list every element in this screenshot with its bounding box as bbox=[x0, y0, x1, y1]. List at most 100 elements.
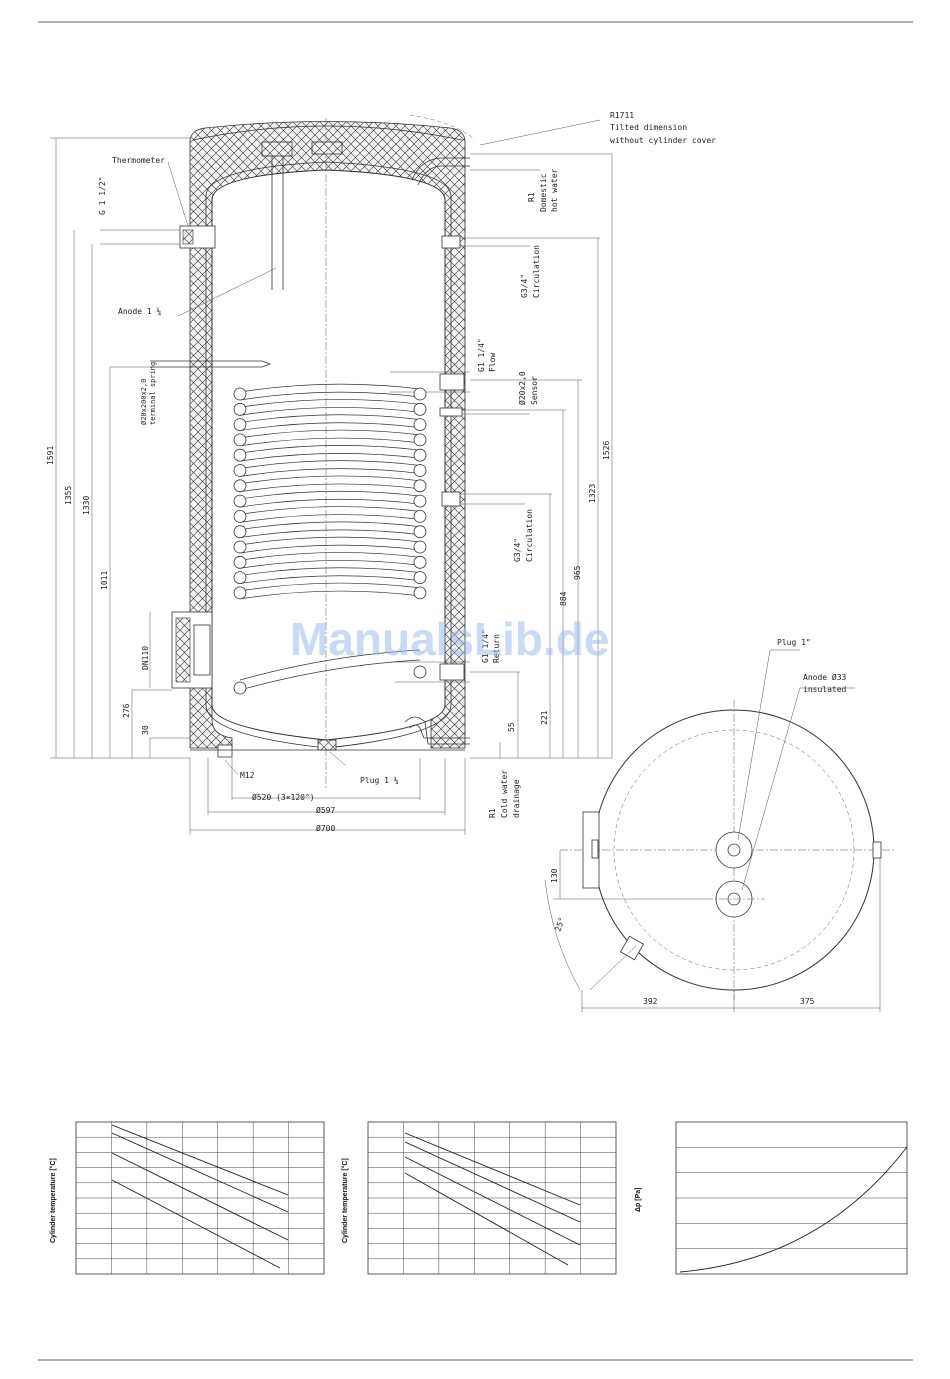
coil-section bbox=[413, 586, 427, 600]
coil-section bbox=[233, 525, 247, 539]
label-r1711: R1711 bbox=[610, 111, 634, 120]
label-g34-top: G3/4" bbox=[520, 274, 529, 298]
coil-section bbox=[233, 681, 247, 695]
label-anode-left: Anode 1 ¼ bbox=[118, 307, 162, 316]
coil-turn bbox=[239, 399, 421, 408]
coil-section bbox=[413, 402, 427, 416]
coil-section bbox=[233, 540, 247, 554]
coil-section bbox=[233, 433, 247, 447]
coil-turn bbox=[239, 422, 421, 431]
coil-section bbox=[233, 464, 247, 477]
label-flow: Flow bbox=[488, 353, 497, 372]
dim-1591: 1591 bbox=[46, 446, 55, 465]
coil-section bbox=[413, 665, 427, 679]
label-sensor-spring: Ø20x200x2,0 bbox=[140, 379, 148, 425]
coil-turn bbox=[239, 490, 421, 500]
coil-section bbox=[413, 540, 427, 554]
coil-turn bbox=[239, 575, 421, 584]
label-g112: G 1 1/2" bbox=[98, 176, 107, 215]
coil-turn bbox=[239, 498, 421, 508]
label-return: Return bbox=[492, 634, 501, 663]
chart2-ylabel: Cylinder temperature [°C] bbox=[341, 1158, 349, 1243]
coil-section bbox=[233, 586, 247, 600]
dim-1355: 1355 bbox=[64, 486, 73, 505]
coil-turn bbox=[239, 453, 421, 462]
label-drainage: drainage bbox=[512, 779, 521, 818]
coil-turn bbox=[239, 567, 421, 576]
coil-turn bbox=[239, 429, 421, 439]
label-g114-return: G1 1/4" bbox=[481, 629, 490, 663]
coil-section bbox=[233, 402, 247, 416]
label-tilted: Tilted dimension bbox=[610, 123, 687, 132]
label-thermometer: Thermometer bbox=[112, 156, 165, 165]
coil-turn bbox=[239, 445, 421, 454]
label-domestic: Domestic bbox=[539, 173, 548, 212]
chart1-ylabel: Cylinder temperature [°C] bbox=[49, 1158, 57, 1243]
coil-section bbox=[413, 418, 427, 432]
label-d700: Ø700 bbox=[316, 823, 335, 833]
label-g34-mid: G3/4" bbox=[513, 538, 522, 562]
coil-turn bbox=[239, 659, 421, 691]
dim-130: 130 bbox=[550, 868, 559, 883]
coil-section bbox=[413, 464, 427, 477]
coil-section bbox=[413, 525, 427, 539]
label-circulation-mid: Circulation bbox=[525, 509, 534, 562]
label-sensor-right-d: Ø20x2,0 bbox=[517, 371, 527, 405]
label-hot-water: hot water bbox=[550, 168, 559, 212]
watermark: ManualsLib.de bbox=[290, 613, 609, 665]
section-labels: R1711 Tilted dimension without cylinder … bbox=[46, 111, 716, 833]
coil-turn bbox=[239, 383, 421, 393]
dim-1323: 1323 bbox=[588, 484, 597, 503]
label-anode-top: Anode Ø33 bbox=[803, 672, 847, 682]
dim-221: 221 bbox=[540, 710, 549, 725]
coil-section bbox=[413, 494, 427, 508]
coil-turn bbox=[239, 437, 421, 447]
coil-section bbox=[233, 387, 247, 401]
coil-turn bbox=[239, 552, 421, 561]
coil-turn bbox=[239, 514, 421, 523]
coil-turn bbox=[239, 460, 421, 469]
chart-2: Cylinder temperature [°C] bbox=[341, 1121, 617, 1275]
coil-turn bbox=[239, 582, 421, 592]
chart-3: Δp [Pa] bbox=[635, 1121, 908, 1275]
label-dn110: DN110 bbox=[141, 646, 150, 670]
label-insulated: insulated bbox=[803, 685, 847, 694]
coil-section bbox=[413, 555, 427, 569]
label-r1-cold: R1 bbox=[488, 808, 497, 818]
dim-1011: 1011 bbox=[100, 571, 109, 590]
dim-884: 884 bbox=[559, 591, 568, 606]
leaders bbox=[167, 119, 601, 776]
coil-turn bbox=[239, 544, 421, 554]
left-dimensions bbox=[50, 137, 190, 759]
coil-turn bbox=[239, 521, 421, 531]
coil-section bbox=[413, 433, 427, 447]
coil-section bbox=[413, 387, 427, 401]
label-m12: M12 bbox=[240, 771, 255, 780]
coil-section bbox=[413, 479, 427, 493]
coil-section bbox=[233, 479, 247, 493]
coil-turn bbox=[239, 475, 421, 485]
coil-section bbox=[233, 571, 247, 584]
chart3-ylabel: Δp [Pa] bbox=[635, 1188, 642, 1212]
label-without-cover: without cylinder cover bbox=[610, 136, 716, 145]
dim-1526: 1526 bbox=[602, 441, 611, 460]
right-dimensions bbox=[470, 153, 613, 759]
coil-turn bbox=[239, 590, 421, 600]
coil-turn bbox=[239, 649, 421, 681]
label-d520: Ø520 (3×120°) bbox=[252, 792, 315, 802]
cylinder-section-view bbox=[100, 114, 540, 790]
dim-30: 30 bbox=[141, 725, 150, 735]
bottom-dimensions bbox=[189, 758, 466, 835]
coil-section bbox=[233, 494, 247, 508]
dim-375: 375 bbox=[800, 997, 815, 1006]
dim-392: 392 bbox=[643, 997, 658, 1006]
label-sensor-right: Sensor bbox=[530, 376, 539, 405]
coil-section bbox=[413, 571, 427, 584]
coil-turn bbox=[239, 506, 421, 515]
coil-section bbox=[233, 418, 247, 432]
coil-turn bbox=[239, 468, 421, 477]
cylinder-top-view: Plug 1" Anode Ø33 insulated 392 375 130 … bbox=[544, 638, 895, 1012]
coil-turn bbox=[239, 483, 421, 493]
dim-965: 965 bbox=[573, 565, 582, 580]
